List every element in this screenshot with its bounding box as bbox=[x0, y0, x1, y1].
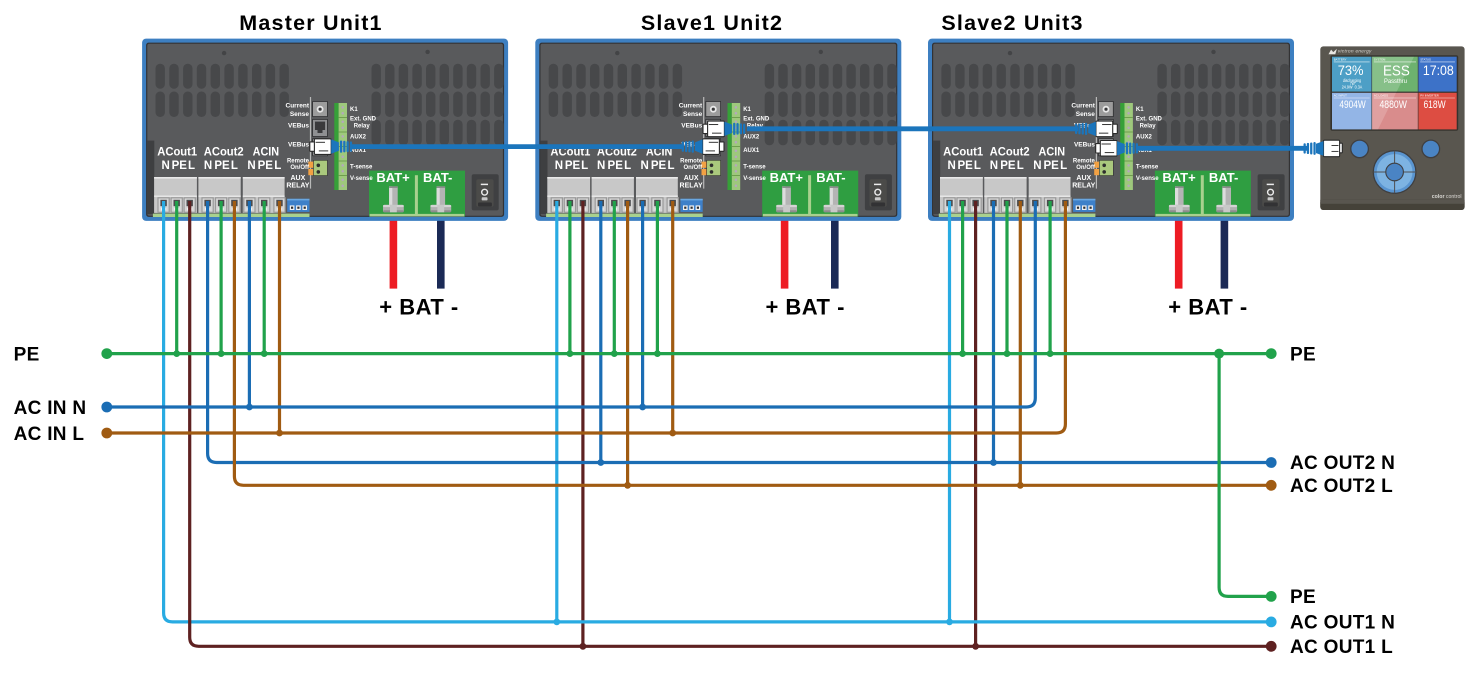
svg-text:PE: PE bbox=[1290, 587, 1316, 608]
svg-text:+ BAT -: + BAT - bbox=[1168, 295, 1247, 320]
svg-text:AC IN L: AC IN L bbox=[14, 424, 85, 445]
svg-text:Slave1 Unit2: Slave1 Unit2 bbox=[641, 11, 783, 35]
svg-text:Slave2 Unit3: Slave2 Unit3 bbox=[941, 11, 1083, 35]
svg-text:AC OUT1 L: AC OUT1 L bbox=[1290, 637, 1393, 658]
svg-text:4904W: 4904W bbox=[1339, 99, 1366, 111]
svg-text:Passthru: Passthru bbox=[1384, 79, 1407, 85]
svg-text:AC IN N: AC IN N bbox=[14, 398, 87, 419]
svg-text:AC LOADS: AC LOADS bbox=[1374, 94, 1388, 98]
svg-text:discharging: discharging bbox=[1343, 78, 1362, 83]
svg-text:AC INPUT: AC INPUT bbox=[1334, 94, 1347, 98]
svg-text:PE: PE bbox=[14, 344, 40, 365]
svg-text:4880W: 4880W bbox=[1380, 99, 1408, 111]
svg-text:618W: 618W bbox=[1423, 99, 1446, 111]
svg-text:24.9W 0.3A: 24.9W 0.3A bbox=[1342, 85, 1363, 90]
svg-text:PE: PE bbox=[1290, 344, 1316, 365]
svg-text:AC OUT2 N: AC OUT2 N bbox=[1290, 453, 1395, 474]
svg-text:victron energy: victron energy bbox=[1338, 48, 1372, 53]
svg-text:AC OUT1 N: AC OUT1 N bbox=[1290, 613, 1395, 634]
svg-text:Master Unit1: Master Unit1 bbox=[239, 11, 382, 35]
svg-text:17:08: 17:08 bbox=[1423, 62, 1454, 78]
svg-text:7W: 7W bbox=[1350, 81, 1355, 86]
svg-text:STATUS: STATUS bbox=[1420, 58, 1431, 62]
svg-text:color control: color control bbox=[1432, 194, 1462, 200]
svg-text:73%: 73% bbox=[1338, 62, 1364, 78]
svg-text:+ BAT -: + BAT - bbox=[765, 295, 844, 320]
svg-text:ESS: ESS bbox=[1383, 62, 1410, 79]
svg-text:AC OUT2 L: AC OUT2 L bbox=[1290, 476, 1393, 497]
svg-text:SYSTEM: SYSTEM bbox=[1374, 58, 1386, 62]
svg-text:BATTERY: BATTERY bbox=[1334, 58, 1347, 62]
svg-text:+ BAT -: + BAT - bbox=[379, 295, 458, 320]
svg-text:PV INVERTER: PV INVERTER bbox=[1420, 94, 1439, 98]
